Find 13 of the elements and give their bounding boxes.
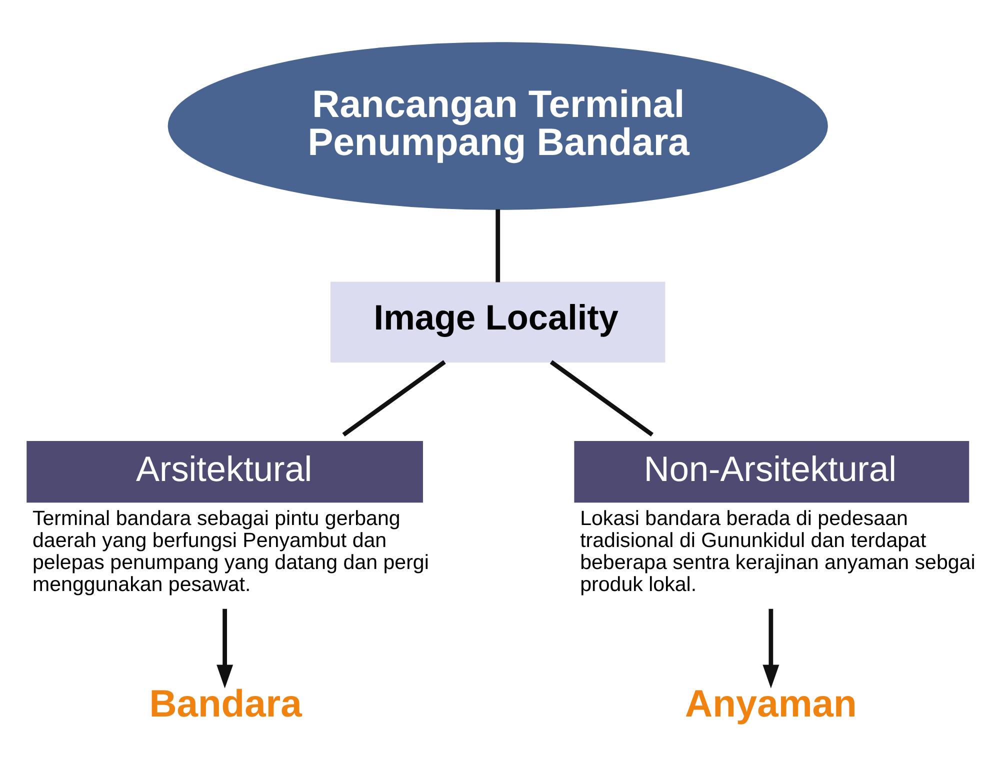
arrow (216, 608, 233, 688)
connector (342, 360, 446, 436)
node-box: Non-Arsitektural (574, 440, 969, 502)
node-box: Image Locality (330, 281, 665, 362)
connector (549, 360, 653, 436)
node-box: Arsitektural (26, 440, 422, 502)
node-ellipse: Rancangan Terminal Penumpang Bandara (167, 42, 828, 210)
node-text: Anyaman (684, 682, 856, 726)
node-text: Bandara (148, 682, 302, 726)
arrow (762, 608, 779, 688)
connector (495, 208, 500, 282)
node-label: Lokasi bandara berada di pedesaan tradisional di Gununkidul dan terdapat beberapa sentra kerajinan anyaman sebgai produk lokal. (580, 506, 975, 596)
node-label: Terminal bandara sebagai pintu gerbang daerah yang berfungsi Penyambut dan pelepas penumpang yang datang dan pergi menggunakan pesawat. (32, 506, 428, 596)
